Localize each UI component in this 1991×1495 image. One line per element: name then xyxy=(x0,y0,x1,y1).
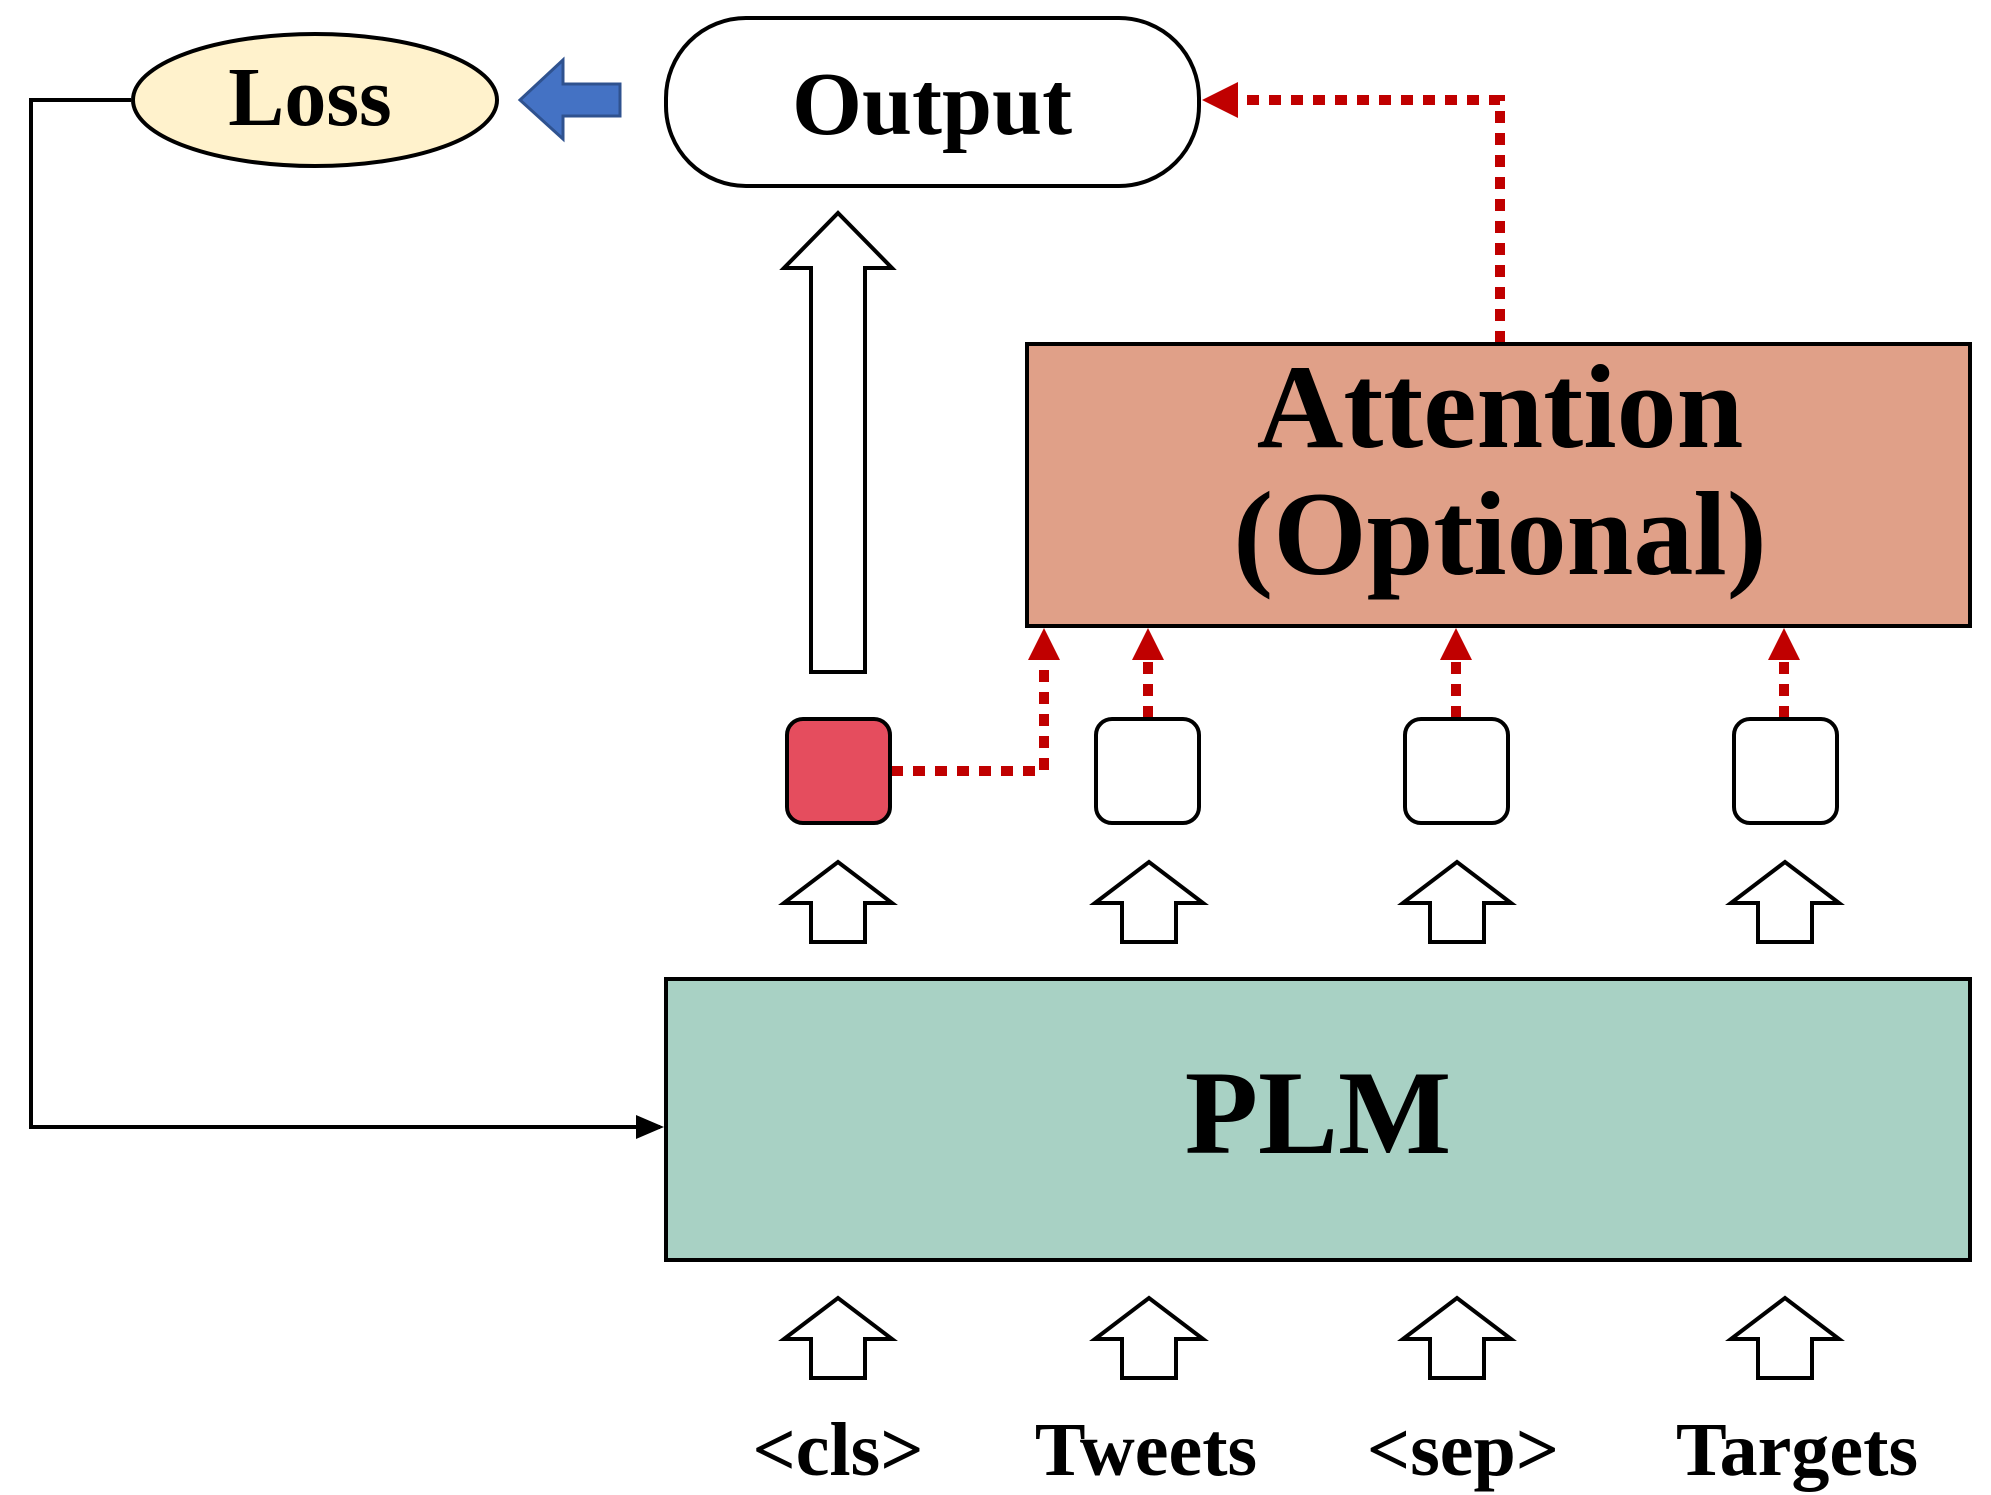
input-label-targets: Targets xyxy=(1676,1408,1918,1492)
cls-to-attention-dotted-line xyxy=(891,658,1049,776)
attention-to-output-arrowhead xyxy=(1202,82,1238,118)
targets-input-arrow xyxy=(1725,1295,1845,1380)
sep-vector xyxy=(1403,717,1510,825)
plm-node xyxy=(664,977,1972,1262)
input-label-cls: <cls> xyxy=(752,1408,923,1492)
output-to-loss-arrow xyxy=(517,56,622,143)
loss-node xyxy=(131,32,499,168)
sep-input-arrow xyxy=(1397,1295,1517,1380)
cls-input-arrow xyxy=(778,1295,898,1380)
targets-vector xyxy=(1732,717,1839,825)
output-label: Output xyxy=(792,55,1072,154)
targets-to-attention-arrowhead xyxy=(1768,628,1800,660)
loss-to-plm-connector xyxy=(29,98,660,1129)
attention-node xyxy=(1025,342,1972,628)
tweets-to-attention-arrowhead xyxy=(1132,628,1164,660)
input-label-sep: <sep> xyxy=(1367,1408,1559,1492)
plm-to-sep-arrow xyxy=(1397,859,1517,944)
cls-vector xyxy=(785,717,892,825)
attention-label-line2: (Optional) xyxy=(1233,467,1766,600)
plm-to-tweets-arrow xyxy=(1089,859,1209,944)
cls-to-output-arrow xyxy=(779,210,897,674)
input-label-tweets: Tweets xyxy=(1035,1408,1257,1492)
loss-label: Loss xyxy=(228,51,391,144)
tweets-input-arrow xyxy=(1089,1295,1209,1380)
attention-label-line1: Attention xyxy=(1257,340,1744,473)
plm-label: PLM xyxy=(1185,1046,1452,1179)
sep-to-attention-arrowhead xyxy=(1440,628,1472,660)
tweets-vector xyxy=(1094,717,1201,825)
cls-to-attention-arrowhead xyxy=(1028,628,1060,660)
output-node xyxy=(664,16,1201,188)
loss-to-plm-arrowhead xyxy=(636,1115,664,1139)
plm-to-targets-arrow xyxy=(1725,859,1845,944)
plm-to-cls-arrow xyxy=(778,859,898,944)
attention-to-output-dotted-line xyxy=(1236,95,1505,343)
